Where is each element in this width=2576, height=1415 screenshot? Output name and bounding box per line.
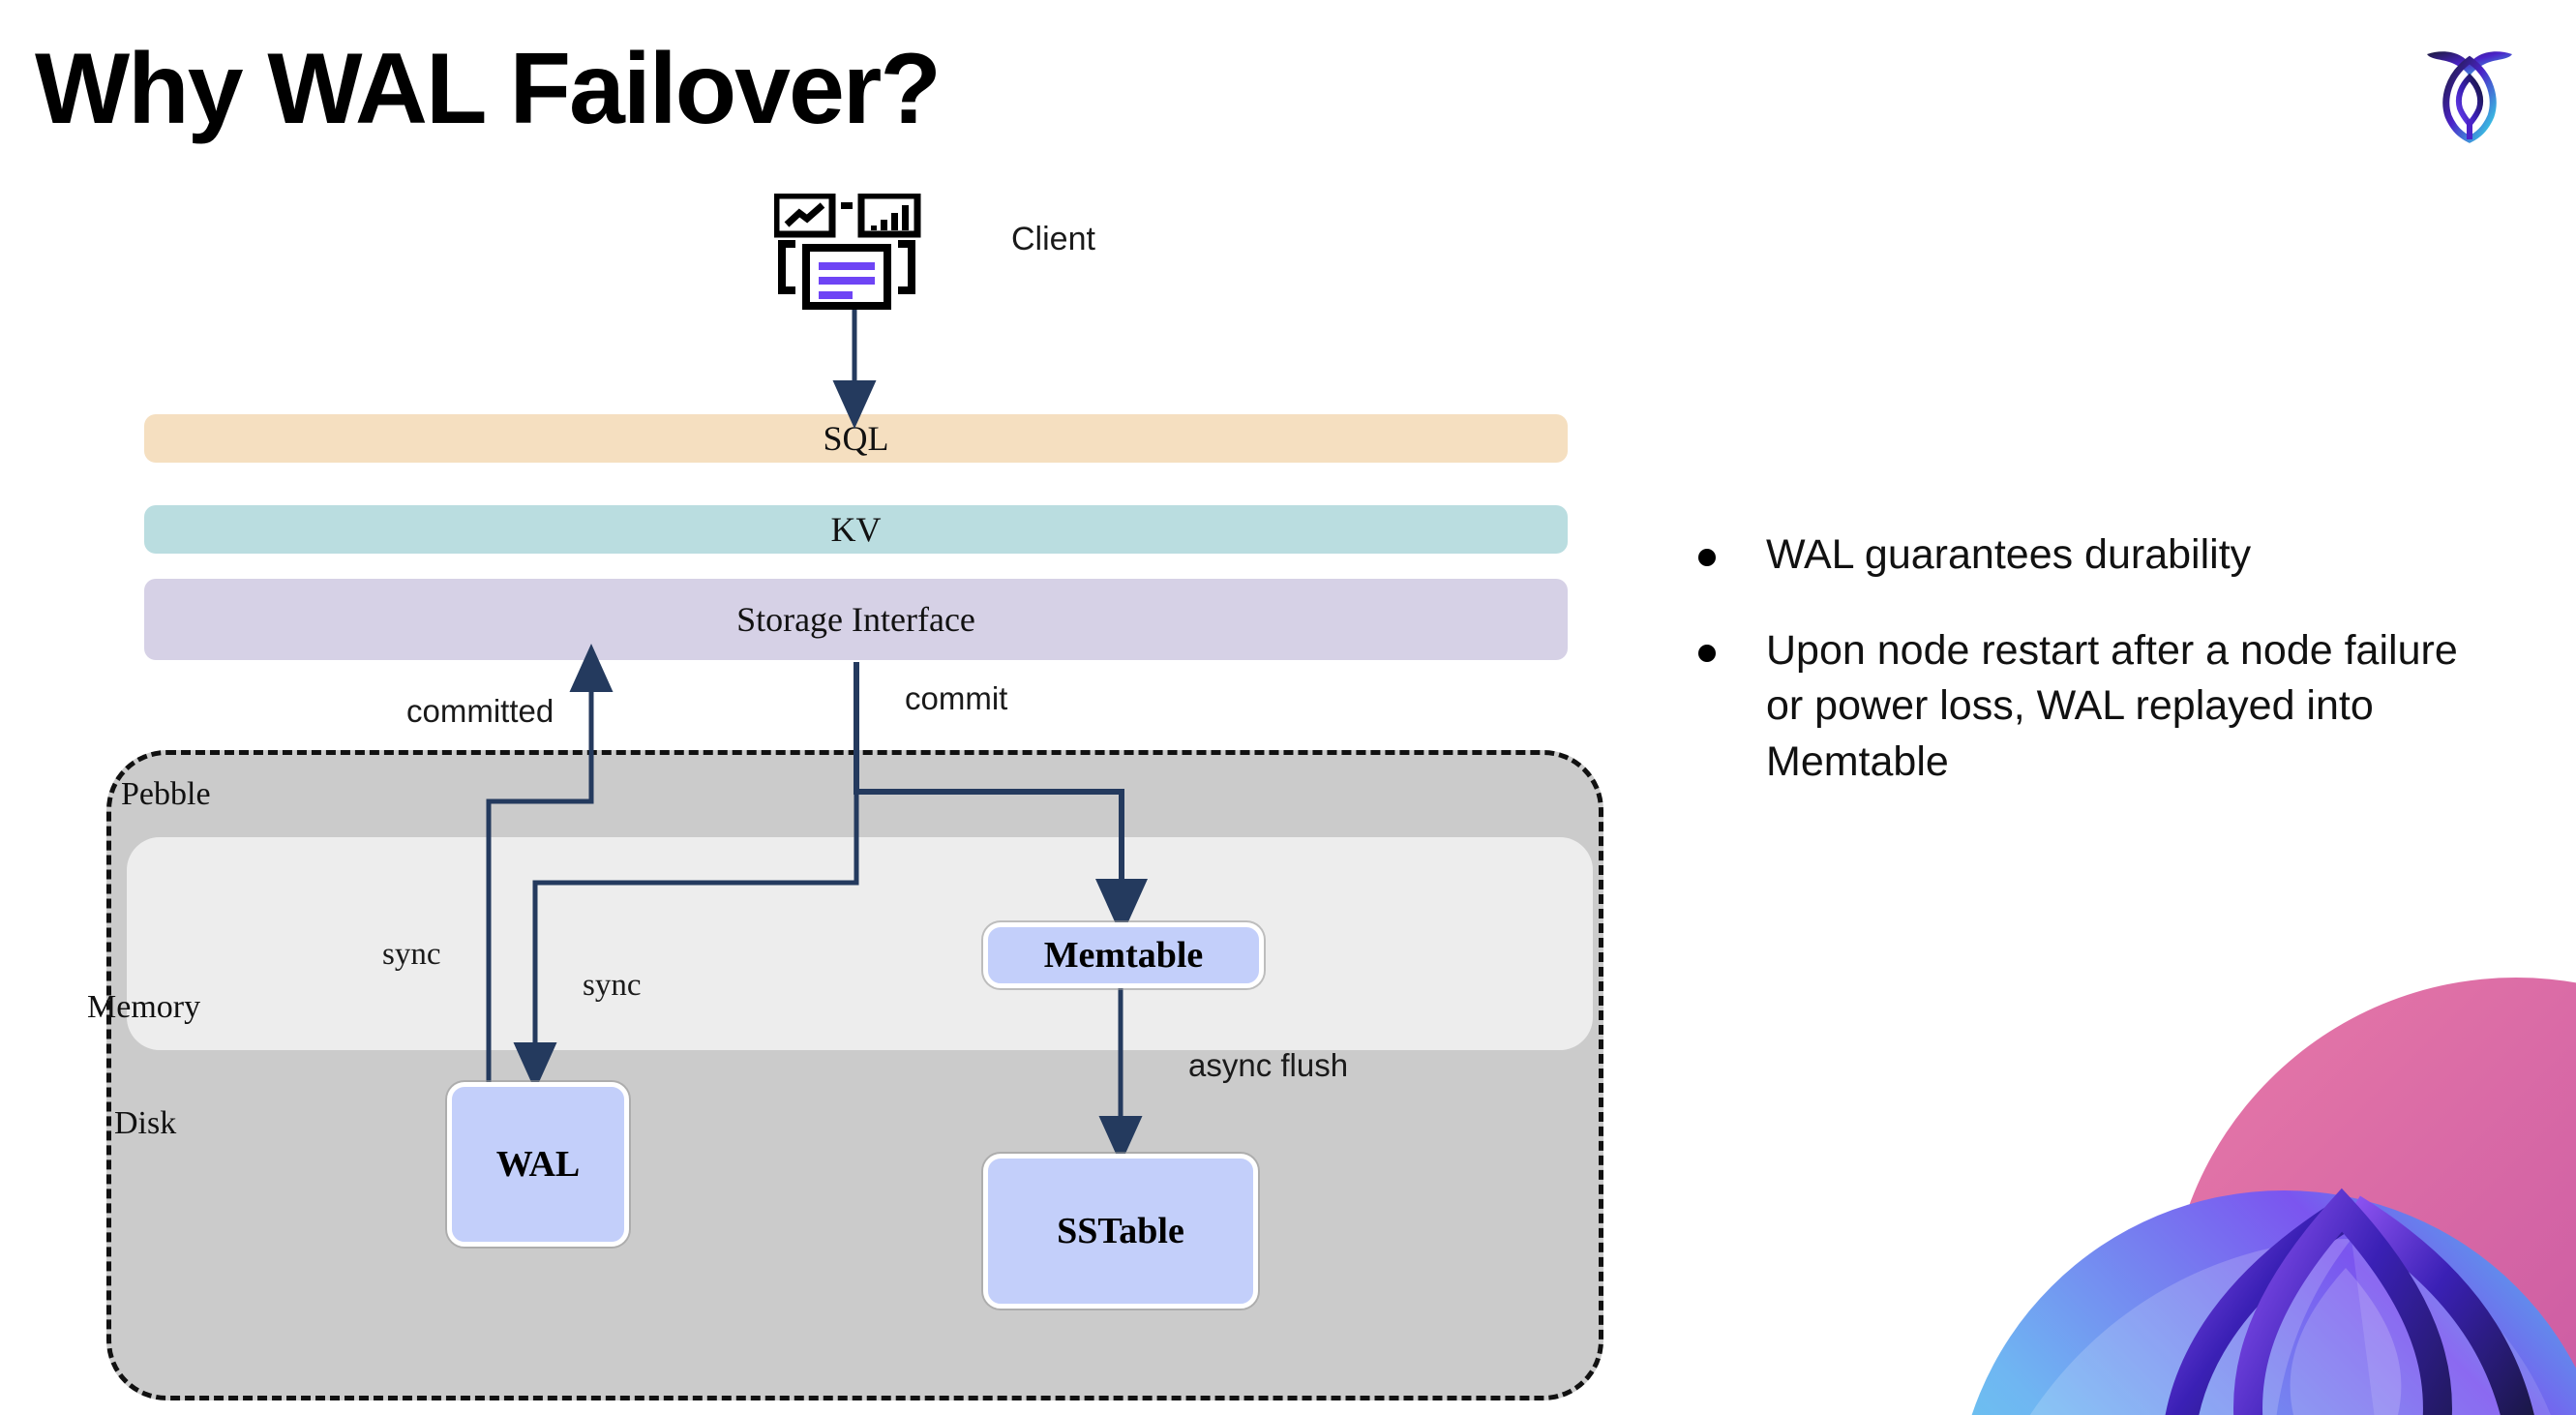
layer-label-sql: SQL	[823, 419, 889, 458]
bullet-dot-icon	[1698, 645, 1716, 663]
memory-zone	[127, 837, 1593, 1050]
pebble-container	[106, 750, 1603, 1400]
edge-label-async-flush: async flush	[1188, 1047, 1349, 1083]
cockroachdb-logo	[2411, 27, 2528, 143]
store-box-sstable: SSTable	[983, 1154, 1258, 1309]
client-dashboard-icon	[772, 192, 929, 310]
edge-label-committed: committed	[406, 693, 554, 729]
edge-label-sync-2: sync	[583, 968, 642, 1003]
list-item: WAL guarantees durability	[1698, 527, 2501, 583]
client-label: Client	[1011, 221, 1095, 257]
edge-label-sync-1: sync	[382, 937, 441, 972]
store-label-memtable: Memtable	[1043, 935, 1204, 976]
page-title: Why WAL Failover?	[35, 33, 942, 145]
bullet-text: WAL guarantees durability	[1766, 531, 2252, 578]
bullet-dot-icon	[1698, 549, 1716, 566]
store-box-wal: WAL	[447, 1082, 629, 1247]
store-label-wal: WAL	[495, 1144, 581, 1185]
layer-bar-kv: KV	[144, 505, 1568, 554]
edge-label-commit: commit	[905, 680, 1008, 716]
layer-bar-sql: SQL	[144, 414, 1568, 463]
list-item: Upon node restart after a node failure o…	[1698, 623, 2501, 790]
layer-label-storage-interface: Storage Interface	[736, 600, 975, 639]
layer-bar-storage-interface: Storage Interface	[144, 579, 1568, 660]
pebble-label: Pebble	[121, 776, 211, 812]
disk-zone-label: Disk	[114, 1105, 177, 1141]
bullet-text: Upon node restart after a node failure o…	[1766, 627, 2458, 785]
memory-zone-label: Memory	[87, 989, 201, 1025]
store-box-memtable: Memtable	[983, 922, 1264, 988]
store-label-sstable: SSTable	[1057, 1211, 1184, 1251]
cockroachdb-decorative-mark	[1935, 919, 2576, 1415]
layer-label-kv: KV	[830, 510, 882, 549]
bullet-list: WAL guarantees durability Upon node rest…	[1698, 527, 2501, 830]
